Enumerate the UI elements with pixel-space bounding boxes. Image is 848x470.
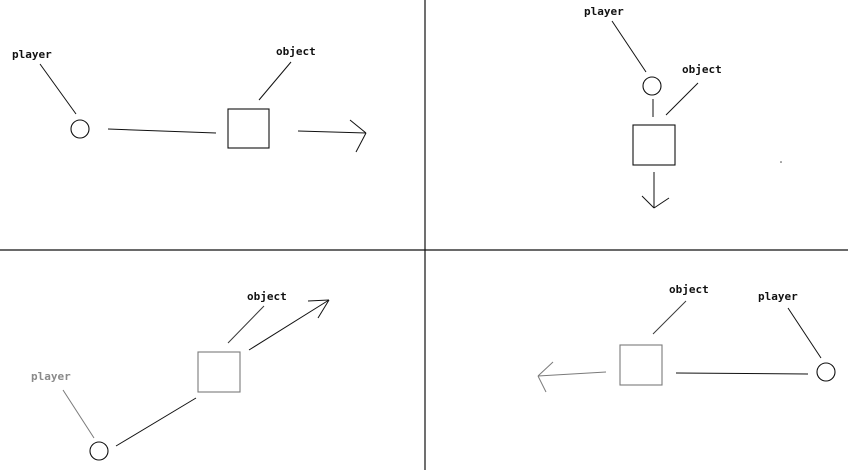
player-label: player	[12, 48, 52, 61]
player-to-object-line	[675, 372, 809, 375]
object-label: object	[247, 290, 287, 303]
arrow-down-icon	[641, 172, 670, 209]
object-label: object	[669, 283, 709, 296]
player-label: player	[31, 370, 71, 383]
player-to-object-line	[115, 397, 197, 447]
object-leader-line	[665, 82, 699, 116]
player-circle	[70, 119, 90, 139]
arrow-left-icon	[537, 361, 607, 393]
arrow-up-right-icon	[248, 299, 330, 351]
player-leader-line	[39, 63, 77, 115]
object-box	[197, 351, 241, 393]
stray-dot	[780, 161, 782, 163]
object-box	[632, 124, 676, 166]
player-to-object-line	[107, 128, 217, 134]
player-circle	[642, 76, 662, 96]
panel-bottom-left: player object	[31, 290, 330, 461]
object-label: object	[276, 45, 316, 58]
player-leader-line	[787, 307, 822, 359]
player-leader-line	[611, 20, 647, 73]
object-leader-line	[227, 305, 265, 344]
player-label: player	[584, 5, 624, 18]
arrow-right-icon	[297, 119, 367, 153]
object-label: object	[682, 63, 722, 76]
panel-bottom-right: player object	[537, 283, 836, 393]
panel-top-right: player object	[584, 5, 782, 209]
object-box	[227, 108, 270, 149]
panel-top-left: player object	[12, 45, 367, 153]
object-leader-line	[652, 300, 687, 335]
object-box	[619, 344, 663, 386]
object-leader-line	[258, 61, 292, 101]
player-circle	[89, 441, 109, 461]
player-leader-line	[62, 389, 95, 439]
player-circle	[816, 362, 836, 382]
player-label: player	[758, 290, 798, 303]
